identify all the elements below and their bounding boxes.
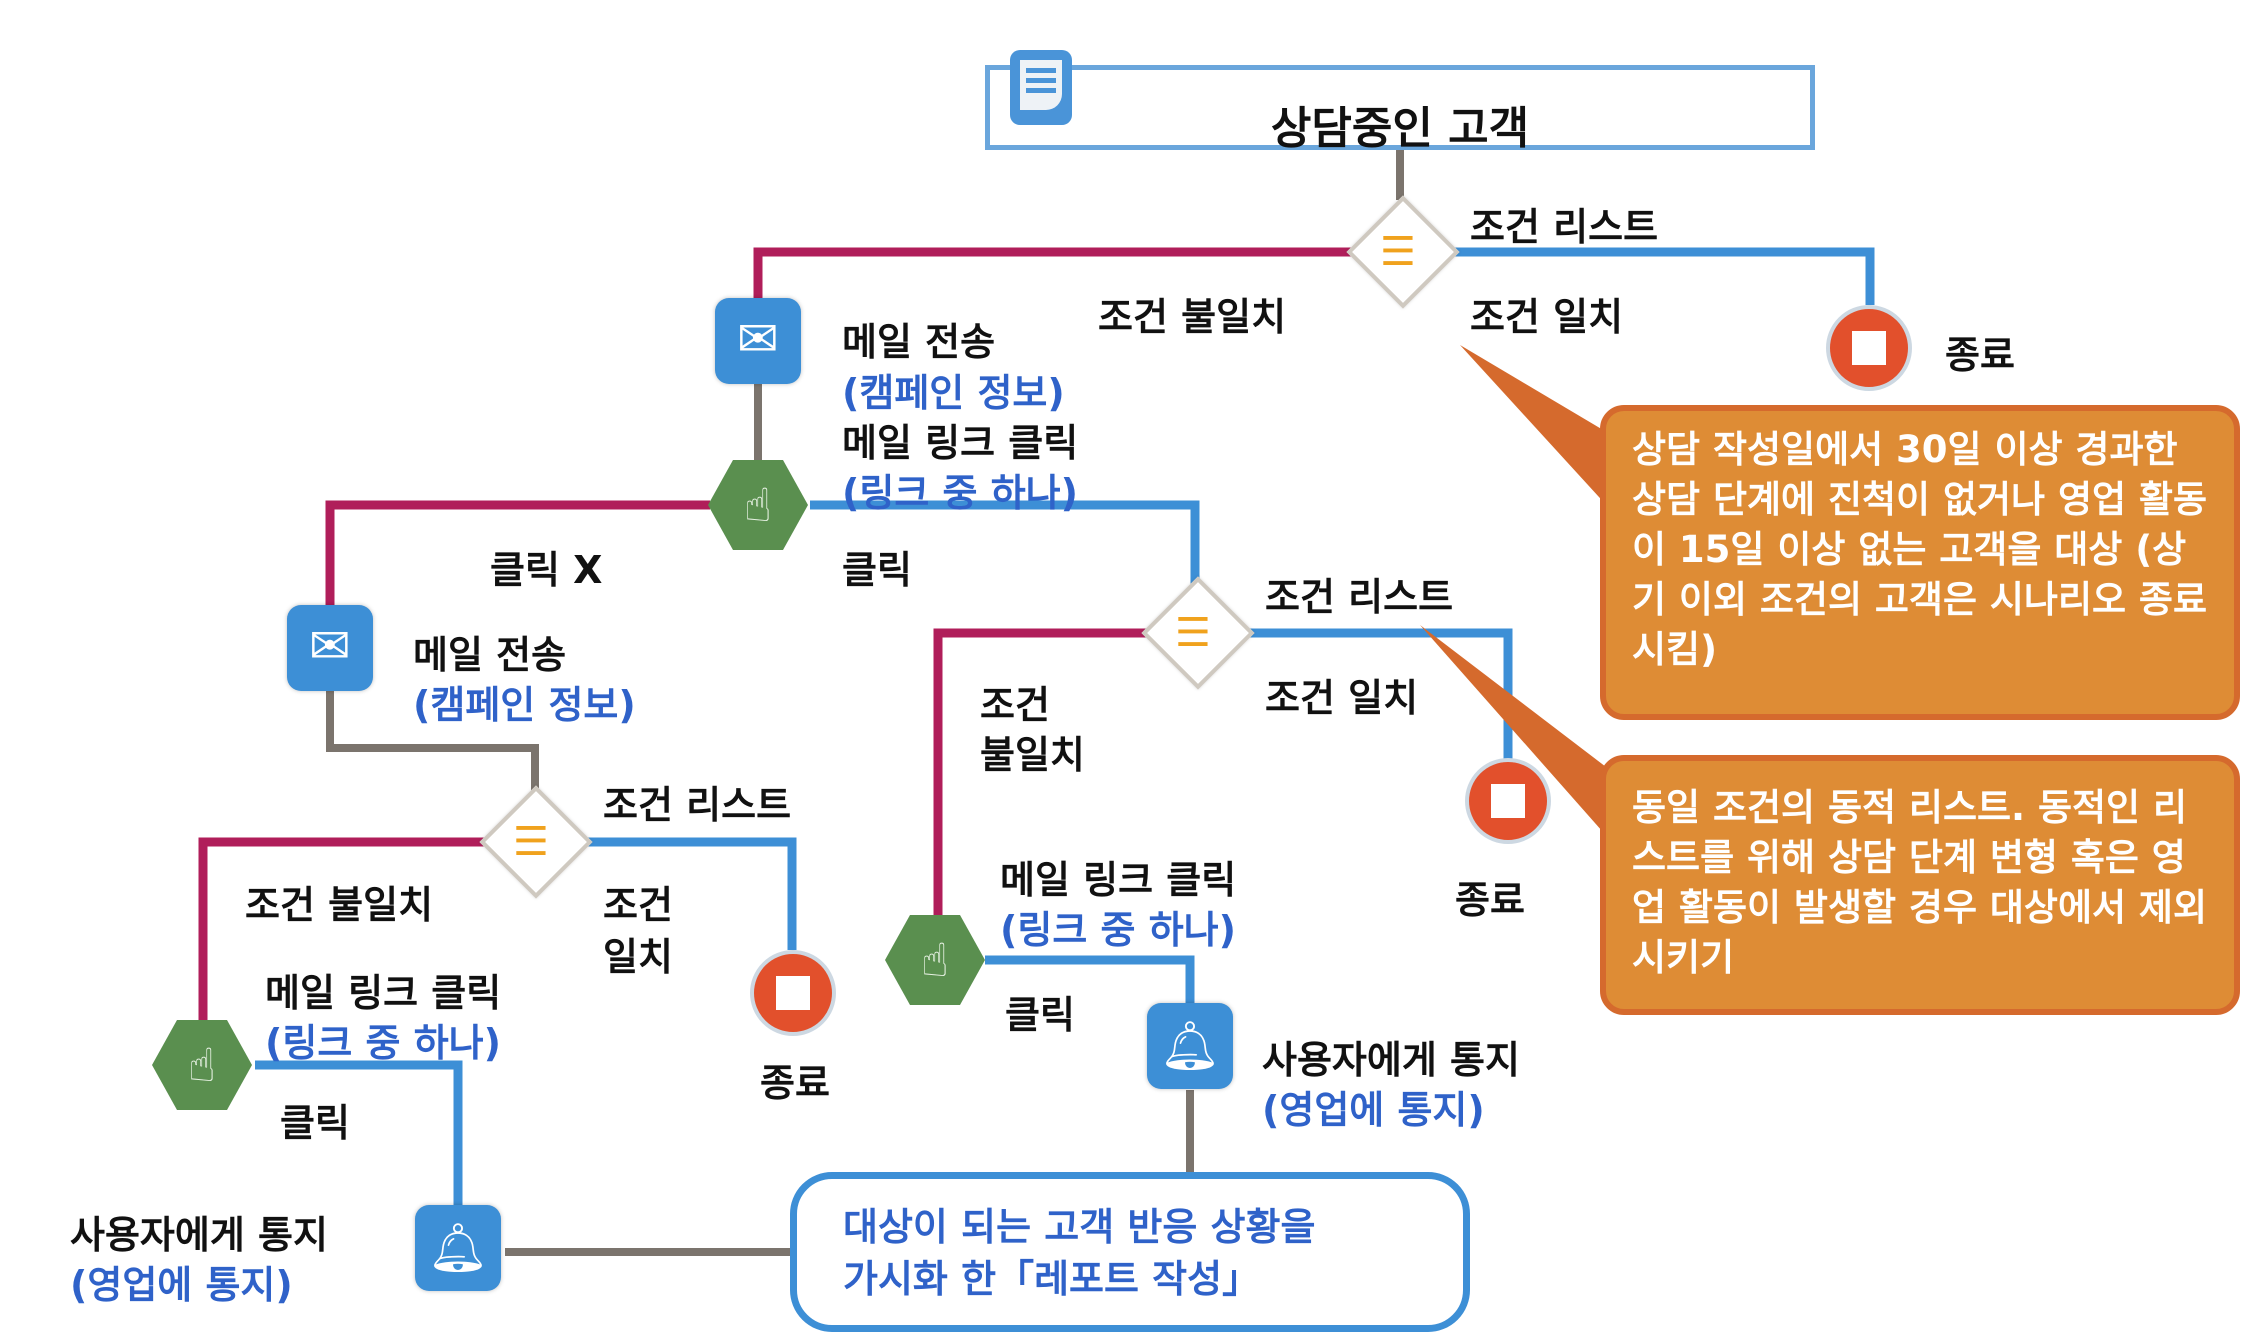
list-icon: ☰ (1380, 229, 1416, 275)
connector-decision3-match (580, 837, 797, 950)
callout-dynamic-list: 동일 조건의 동적 리스트. 동적인 리스트를 위해 상담 단계 변형 혹은 영… (1600, 755, 2240, 1015)
list-icon: ☰ (1175, 610, 1211, 656)
pointer-hand-icon: ☝ (920, 933, 949, 987)
bell-icon: 🔔︎ (1159, 1018, 1221, 1074)
label-notify-user-right: 사용자에게 통지 (1262, 1038, 1520, 1082)
label-notify-user-left: 사용자에게 통지 (70, 1213, 328, 1257)
pointer-hand-icon: ☝ (187, 1038, 216, 1092)
label-click-1: 클릭 (842, 548, 912, 592)
label-condition-list-3: 조건 리스트 (603, 783, 792, 827)
connector-click1-noclick (325, 500, 710, 605)
label-one-of-links-3: (링크 중 하나) (265, 1021, 501, 1065)
document-icon (1010, 50, 1072, 125)
label-notify-sales-left: (영업에 통지) (70, 1263, 293, 1307)
label-end-1: 종료 (1945, 333, 2015, 377)
callout-pointer-first (1460, 345, 1620, 520)
report-line-2: 가시화 한「레포트 작성」 (843, 1257, 1261, 1301)
notify-node-right[interactable]: 🔔︎ (1147, 1003, 1233, 1089)
end-node-3[interactable] (750, 950, 836, 1036)
connector-email2-to-decision3 (326, 688, 539, 800)
click-node-2[interactable]: ☝ (885, 915, 985, 1005)
label-email-link-click-3: 메일 링크 클릭 (265, 971, 502, 1015)
connector-click2-click (985, 955, 1195, 1005)
report-box[interactable]: 대상이 되는 고객 반응 상황을 가시화 한「레포트 작성」 (790, 1172, 1470, 1332)
notify-node-left[interactable]: 🔔︎ (415, 1205, 501, 1291)
label-condition-match-1: 조건 일치 (1470, 295, 1624, 339)
label-click-3: 클릭 (280, 1101, 350, 1145)
connector-click3-click (255, 1060, 463, 1205)
connector-click1-click (810, 500, 1200, 590)
label-campaign-info-1: (캠페인 정보) (842, 371, 1065, 415)
label-condition-match-3-line1: 조건 (603, 883, 673, 927)
pointer-hand-icon: ☝ (743, 478, 772, 532)
label-email-link-click-1: 메일 링크 클릭 (842, 421, 1079, 465)
label-condition-list-1: 조건 리스트 (1470, 205, 1659, 249)
label-condition-match-2: 조건 일치 (1265, 676, 1419, 720)
label-condition-mismatch-2-line1: 조건 (980, 683, 1050, 727)
connector-decision1-mismatch (753, 247, 1355, 300)
email-node-1[interactable]: ✉ (715, 298, 801, 384)
label-email-link-click-2: 메일 링크 클릭 (1000, 858, 1237, 902)
label-notify-sales-right: (영업에 통지) (1262, 1088, 1485, 1132)
report-line-1: 대상이 되는 고객 반응 상황을 (843, 1205, 1316, 1249)
click-node-1[interactable]: ☝ (708, 460, 808, 550)
label-condition-match-3-line2: 일치 (603, 935, 673, 979)
label-end-3: 종료 (760, 1061, 830, 1105)
label-condition-mismatch-3: 조건 불일치 (245, 883, 434, 927)
list-icon: ☰ (513, 819, 549, 865)
envelope-icon: ✉ (737, 310, 779, 368)
click-node-3[interactable]: ☝ (152, 1020, 252, 1110)
connector-decision3-mismatch (198, 837, 490, 1025)
label-campaign-info-2: (캠페인 정보) (413, 683, 636, 727)
label-condition-mismatch-1: 조건 불일치 (1098, 295, 1287, 339)
label-end-2: 종료 (1455, 878, 1525, 922)
label-send-email-2: 메일 전송 (413, 633, 567, 677)
label-condition-mismatch-2-line2: 불일치 (980, 733, 1085, 777)
email-node-2[interactable]: ✉ (287, 605, 373, 691)
label-one-of-links-1: (링크 중 하나) (842, 471, 1078, 515)
connector-decision2-mismatch (933, 628, 1150, 920)
start-node-title: 상담중인 고객 (1270, 103, 1530, 154)
bell-icon: 🔔︎ (427, 1220, 489, 1276)
start-node-customers-in-negotiation[interactable]: 상담중인 고객 (985, 65, 1815, 154)
label-condition-list-2: 조건 리스트 (1265, 575, 1454, 619)
envelope-icon: ✉ (309, 617, 351, 675)
end-node-2[interactable] (1465, 758, 1551, 844)
label-no-click-1: 클릭 X (490, 548, 603, 592)
end-node-1[interactable] (1826, 305, 1912, 391)
label-click-2: 클릭 (1005, 993, 1075, 1037)
callout-target-criteria: 상담 작성일에서 30일 이상 경과한 상담 단계에 진척이 없거나 영업 활동… (1600, 405, 2240, 720)
label-send-email-1: 메일 전송 (842, 320, 996, 364)
label-one-of-links-2: (링크 중 하나) (1000, 908, 1236, 952)
callout-pointer-second (1420, 625, 1610, 840)
connector-decision1-match (1445, 247, 1875, 305)
